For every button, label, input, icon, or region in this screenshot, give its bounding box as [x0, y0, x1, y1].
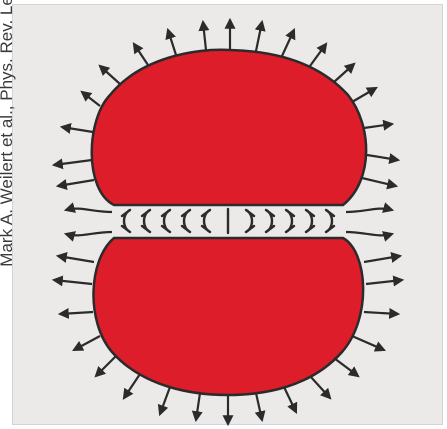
upper-drop	[92, 50, 366, 205]
lower-drop	[93, 238, 363, 395]
gap-flow-arrows	[122, 209, 334, 233]
